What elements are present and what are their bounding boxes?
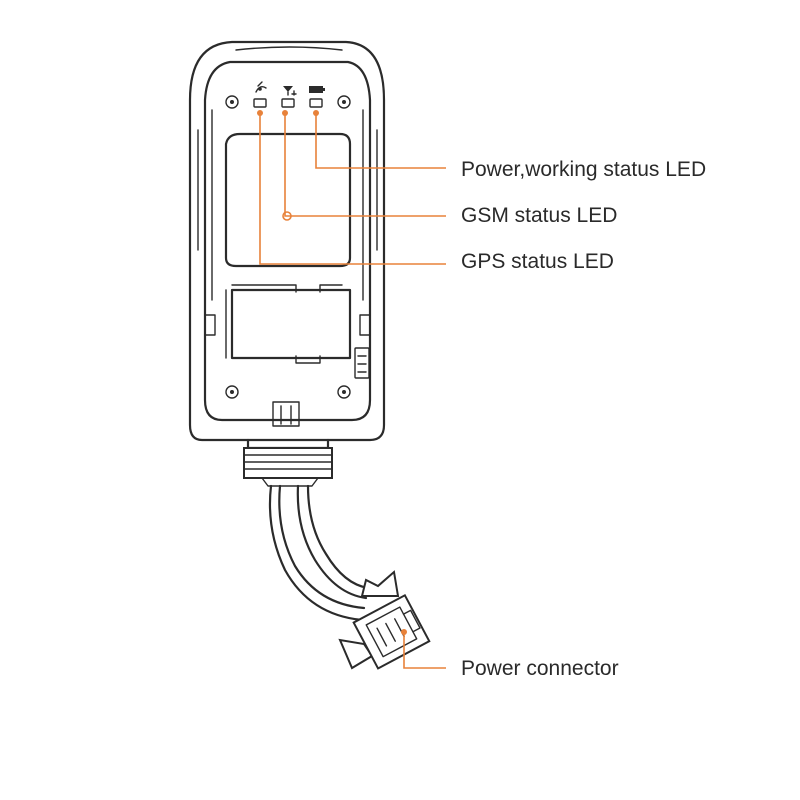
gps-satellite-icon <box>255 81 267 93</box>
leader-dot-power-led <box>313 110 319 116</box>
device-housing <box>188 40 386 442</box>
label-power-connector: Power connector <box>461 657 619 680</box>
leader-gps-led <box>259 113 446 265</box>
gsm-led <box>281 98 295 108</box>
leader-gsm-led <box>284 113 446 217</box>
label-power-working-status-led: Power,working status LED <box>461 158 706 181</box>
label-gsm-status-led: GSM status LED <box>461 204 617 227</box>
tracker-device <box>188 40 431 670</box>
housing-top-rim <box>235 46 343 51</box>
label-gps-status-led: GPS status LED <box>461 250 614 273</box>
side-notch-right <box>359 314 371 336</box>
screw-hole-bottom-left <box>225 385 239 399</box>
gps-led <box>253 98 267 108</box>
leader-dot-gps-led <box>257 110 263 116</box>
leader-power-led <box>315 113 446 169</box>
side-rail-right <box>362 109 378 301</box>
screw-hole-top-right <box>337 95 351 109</box>
power-led <box>309 98 323 108</box>
side-notch-left <box>204 314 216 336</box>
power-connector-plug <box>338 570 431 670</box>
sim-card-slot <box>225 284 352 364</box>
screw-hole-bottom-right <box>337 385 351 399</box>
cable-gland <box>243 438 333 487</box>
leader-dot-gsm-led <box>282 110 288 116</box>
gps-module <box>224 132 352 268</box>
side-rail-left <box>197 109 213 301</box>
leader-ring-gsm <box>282 211 292 221</box>
bottom-clip <box>272 401 300 427</box>
leader-power-connector <box>403 632 446 669</box>
on-off-switch <box>354 347 370 379</box>
device-inner-frame <box>203 60 372 422</box>
battery-icon <box>309 86 325 93</box>
gsm-signal-icon <box>283 86 297 96</box>
leader-dot-power-connector <box>401 629 407 635</box>
screw-hole-top-left <box>225 95 239 109</box>
power-cable <box>268 484 370 622</box>
leader-lines <box>257 110 446 669</box>
